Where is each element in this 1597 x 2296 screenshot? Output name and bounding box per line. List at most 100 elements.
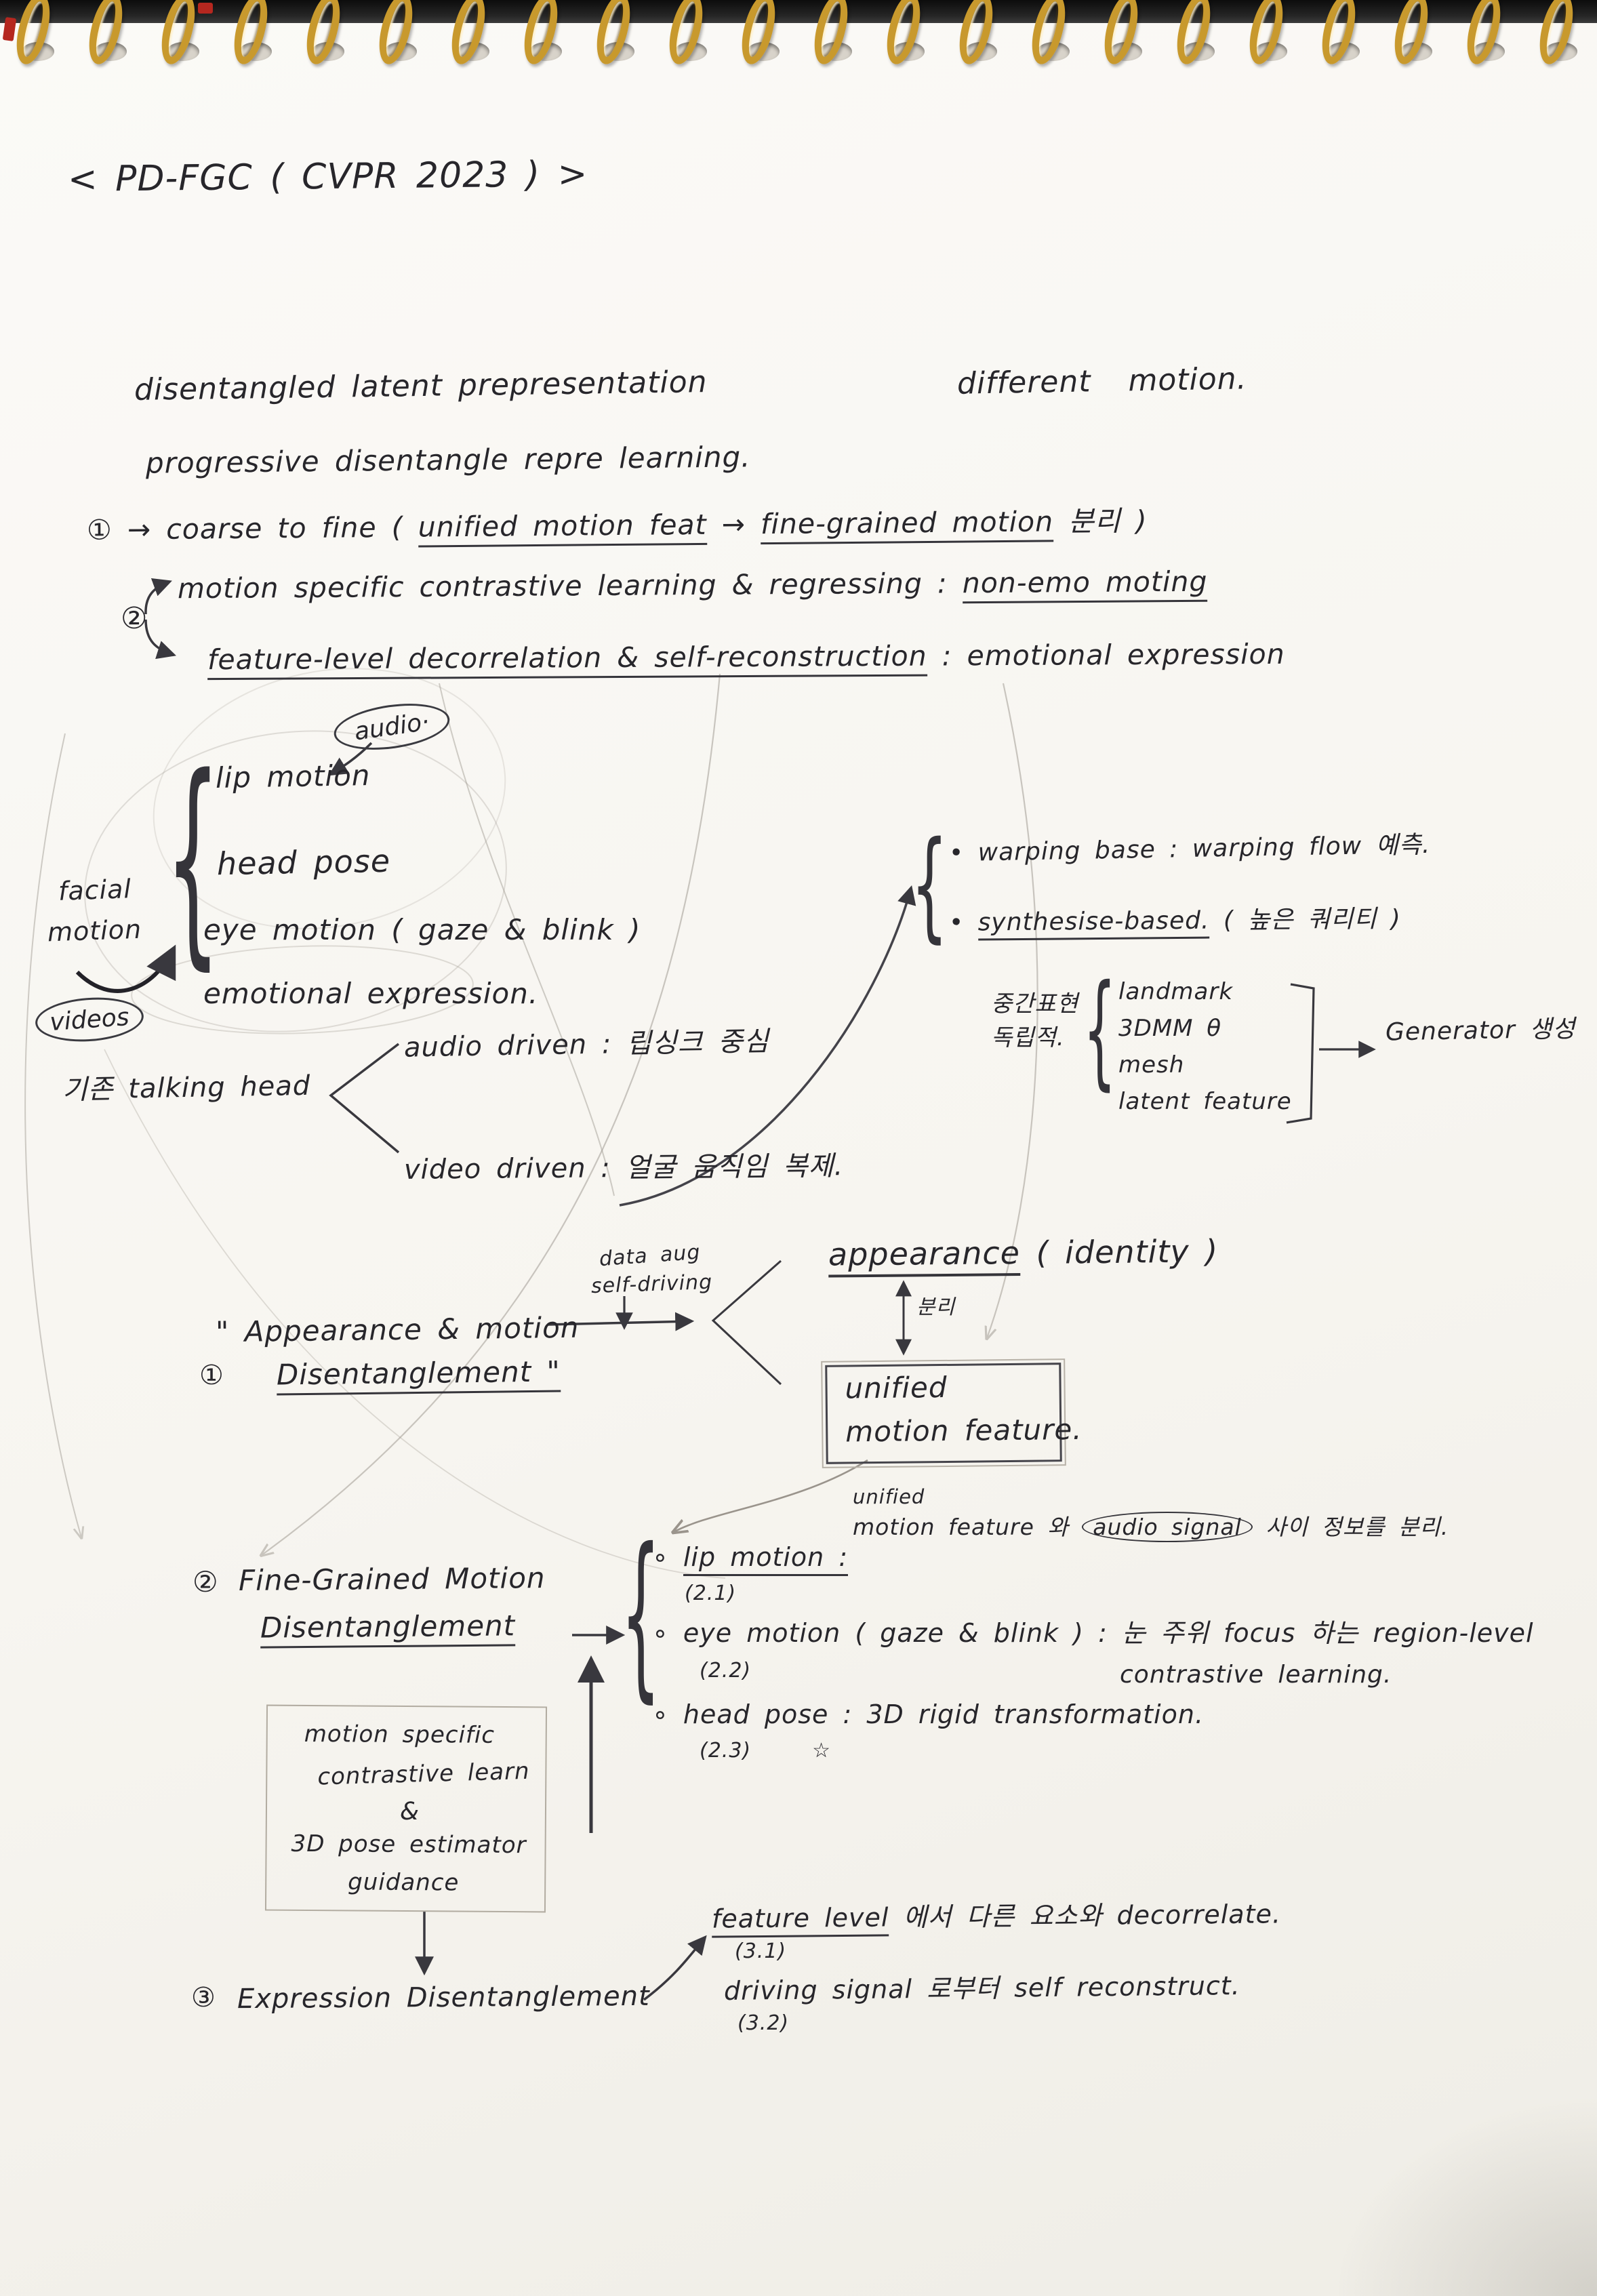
unified-box-line2: motion feature. [845,1412,1083,1449]
intermediate-brace: { [1083,959,1116,1104]
point-2-underlined: non-emo moting [962,565,1208,604]
data-aug-label: data aug [598,1240,702,1272]
audio-bubble-label: audio· [352,707,431,746]
synthesise-bullet: • [948,908,978,937]
fg-item2-text: eye motion ( gaze & blink ) : 눈 주위 focus… [683,1618,1534,1648]
appearance-underlined: appearance [828,1234,1021,1278]
point-2-line: motion specific contrastive learning & r… [177,565,1208,605]
facial-label-line1: facial [58,874,132,906]
unified-note-post: 사이 정보를 분리. [1252,1514,1449,1540]
feature-level-line: feature level 에서 다른 요소와 decorrelate. [711,1899,1282,1938]
binder-hole [1400,42,1432,61]
driving-signal-line: driving signal 로부터 self reconstruct. [723,1971,1240,2006]
motion-specific-box: motion specific contrastive learn & 3D p… [264,1704,548,1913]
binder-hole [529,42,562,61]
binder-hole [820,42,852,61]
facial-item-lip-motion: lip motion [215,759,371,794]
unified-note-line1: unified [853,1485,925,1508]
ms-box-line3: & [399,1797,420,1826]
binder-hole [167,42,199,61]
binder-hole [1327,42,1360,61]
star-mark: ☆ [812,1739,832,1763]
fg-item3-bullet: ∘ [652,1699,683,1729]
point-1-line: ① → coarse to fine ( unified motion feat… [87,504,1148,548]
fg-item1-underlined: lip motion : [683,1542,849,1576]
point-3-underlined: feature-level decorrelation & self-recon… [207,639,927,681]
note-progressive: progressive disentangle repre learning. [145,440,751,480]
intermediate-item-mesh: mesh [1118,1051,1185,1079]
synthesise-based-line: • synthesise-based. ( 높은 쿼리티 ) [948,905,1402,941]
binder-hole [1037,42,1070,61]
quote-line2: Disentanglement " [277,1354,561,1396]
facial-item-emotional-expression: emotional expression. [203,977,539,1010]
fg-title-line1: Fine-Grained Motion [238,1561,546,1597]
synthesise-note: ( 높은 쿼리티 ) [1209,905,1402,935]
page-corner-shadow [1312,2079,1597,2296]
fg-list-brace: { [621,1511,661,1720]
arrow-expression-to-feature-level [643,1935,707,2001]
point-2-pre: motion specific contrastive learning & r… [177,567,963,605]
intermediate-item-landmark: landmark [1118,978,1234,1005]
expression-title: Expression Disentanglement [237,1980,650,2015]
videos-bubble-label: videos [49,1003,130,1036]
note-different-motion: different motion. [956,361,1247,401]
point-3-line: feature-level decorrelation & self-recon… [207,638,1285,681]
talking-head-label: 기존 talking head [62,1070,311,1106]
faint-curve-to-fine-grained [262,673,721,1555]
arrow-facial-motion-to-brace [75,944,176,993]
binder-hole [384,42,417,61]
point-1-post: 분리 ) [1053,504,1148,538]
audio-signal-circled: audio signal [1082,1512,1253,1542]
binder-hole [312,42,344,61]
feature-level-note: 에서 다른 요소와 decorrelate. [889,1899,1282,1933]
unified-note-pre: motion feature 와 [853,1514,1083,1540]
unified-note-line2: motion feature 와 audio signal 사이 정보를 분리. [853,1512,1449,1542]
binder-hole [1182,42,1215,61]
video-driven-note: : 얼굴 움직임 복제. [586,1150,844,1184]
warping-base-line: • warping base : warping flow 예측. [948,830,1431,868]
binding-bar [0,0,1597,23]
ms-box-line4: 3D pose estimator [291,1830,527,1859]
binder-hole [1110,42,1142,61]
expression-number: ③ [191,1982,216,2013]
binder-hole [602,42,634,61]
arrow-unified-box-to-lip [674,1459,868,1532]
quote-number: ① [199,1360,224,1391]
intermediate-label-line1: 중간표현 [991,990,1079,1018]
audio-driven-note: : 립싱크 중심 [586,1026,770,1060]
binder-hole [1545,42,1577,61]
synthesise-underlined: synthesise-based. [977,906,1210,941]
quote-line1: " Appearance & motion [215,1310,580,1349]
audio-driven-line: audio driven : 립싱크 중심 [404,1026,769,1063]
fg-item2-section: (2.2) [700,1659,752,1683]
fg-item1-bullet: ∘ [652,1542,683,1572]
generator-label: Generator 생성 [1385,1015,1576,1047]
binder-hole [1255,42,1287,61]
self-driving-label: self-driving [590,1270,713,1299]
binder-hole [674,42,707,61]
bunri-label: 분리 [916,1295,956,1319]
binder-hole [1472,42,1505,61]
point-1-underlined-2: fine-grained motion [760,505,1054,545]
fg-item2-bullet: ∘ [652,1618,683,1648]
intermediate-item-latent-feature: latent feature [1118,1088,1292,1115]
point-1-mid: → [706,508,761,541]
fg-number: ② [193,1565,219,1598]
intermediate-item-3dmm: 3DMM θ [1118,1015,1222,1042]
red-mark [198,3,213,14]
binder-hole [239,42,272,61]
fg-item-head-pose: ∘ head pose : 3D rigid transformation. [652,1699,1204,1730]
binder-hole [747,42,780,61]
ms-box-line5: guidance [348,1868,460,1897]
fg-title-line2: Disentanglement [260,1609,516,1649]
bracket-point-2-bottom [144,619,176,660]
point-2-number: ② [121,601,148,636]
page-title: < PD-FGC ( CVPR 2023 ) > [67,153,588,201]
binder-hole [94,42,127,61]
facial-label-line2: motion [47,914,142,948]
unified-box-line1: unified [845,1370,948,1405]
fg-item2-continued: contrastive learning. [1120,1661,1392,1689]
appearance-identity-note: ( identity ) [1019,1232,1219,1272]
